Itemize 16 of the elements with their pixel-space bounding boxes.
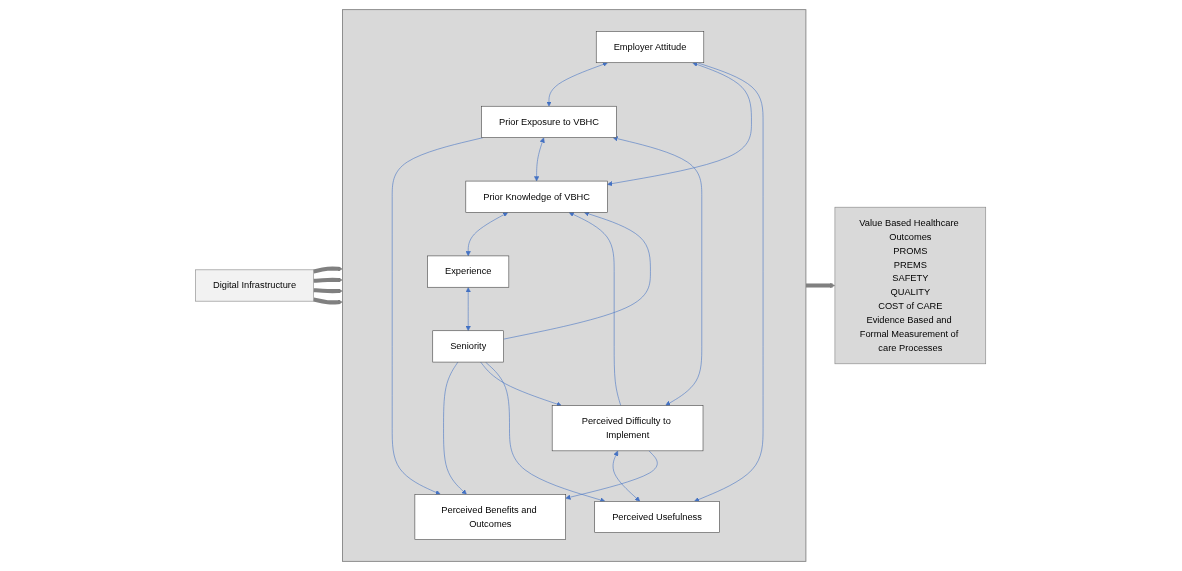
node-box: Digital Infrastructure (195, 269, 315, 302)
arrow (313, 266, 344, 274)
node-box: Prior Exposure to VBHC (481, 105, 617, 138)
arrow (806, 282, 836, 289)
node-box: Perceived Benefits and Outcomes (414, 494, 567, 540)
arrow (313, 288, 344, 294)
arrow (313, 277, 344, 283)
node-box: Experience (427, 255, 510, 288)
node-box: Seniority (432, 330, 505, 363)
node-box: Perceived Usefulness (594, 501, 720, 533)
node-box: Prior Knowledge of VBHC (465, 180, 608, 213)
arrow (313, 297, 344, 305)
node-box: Value Based Healthcare Outcomes PROMS PREMS SAFETY QUALITY COST of CARE Evidence Based and Formal Measurement of care Processes (834, 206, 987, 365)
node-box: Employer Attitude (596, 31, 705, 63)
cluster (342, 9, 807, 562)
node-box: Perceived Difficulty to Implement (552, 405, 704, 452)
